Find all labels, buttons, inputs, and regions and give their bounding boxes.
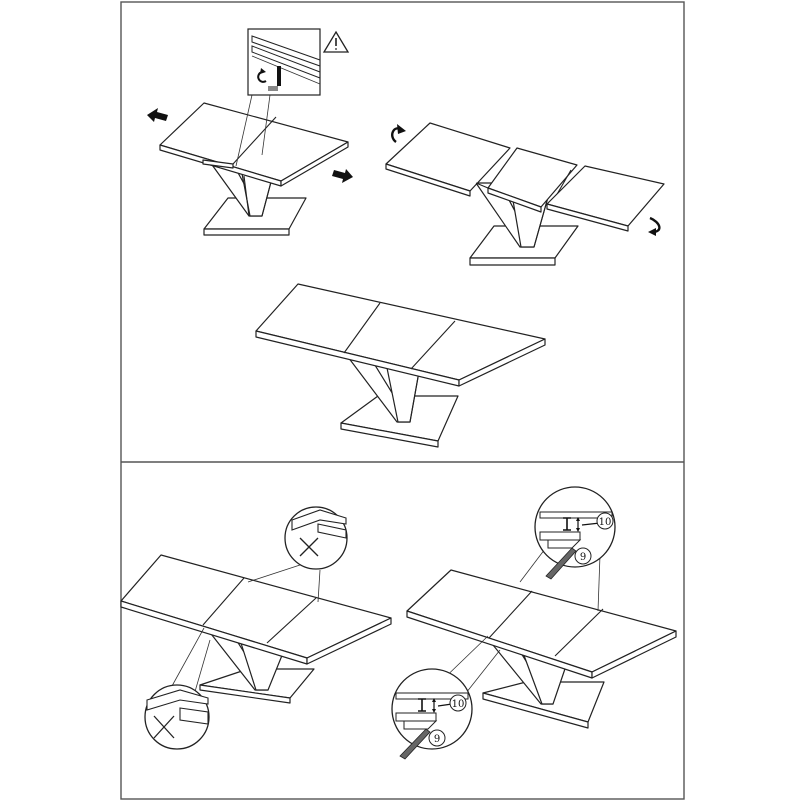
callout-9: 9 (428, 729, 446, 747)
bottom-panel: 10 9 10 (120, 486, 677, 760)
step-rotate-leaves (385, 122, 665, 266)
leaf-left (385, 122, 511, 197)
top-panel (147, 28, 665, 448)
allen-key-icon (545, 547, 577, 580)
cross-mark-icon (299, 537, 319, 557)
allen-key-icon (399, 728, 431, 760)
callout-number: 10 (599, 517, 612, 528)
arrow-right-icon (332, 169, 353, 183)
tabletop-extended (406, 569, 677, 679)
step-extended-table (255, 283, 546, 448)
callout-number: 9 (580, 552, 586, 563)
callout-number: 9 (434, 734, 440, 745)
tabletop-closed (159, 102, 349, 187)
page-frame (120, 1, 685, 800)
table-base (199, 629, 315, 704)
arrow-left-icon (147, 108, 168, 122)
adjust-detail-bottom: 10 9 (391, 668, 473, 760)
step-adjust-leveling: 10 9 10 (391, 486, 677, 760)
tabletop-extended (120, 554, 392, 665)
leaf-right (546, 165, 665, 232)
adjust-detail-top: 10 9 (534, 486, 616, 580)
unlock-detail-icon (235, 28, 321, 167)
table-base (482, 644, 605, 729)
rotate-down-icon (648, 216, 661, 236)
step-pull-open (147, 28, 353, 236)
callout-10: 10 (596, 512, 614, 530)
step-wrong-alignment (120, 506, 392, 750)
tabletop-extended (255, 283, 546, 387)
callout-9: 9 (574, 547, 592, 565)
rotate-up-icon (391, 124, 406, 143)
callout-10: 10 (449, 694, 467, 712)
leaf-middle (475, 147, 578, 213)
wrong-detail-bottom (144, 684, 210, 750)
warning-icon (322, 30, 350, 53)
cross-mark-icon (153, 715, 175, 739)
callout-number: 10 (452, 699, 465, 710)
wrong-detail-top (284, 506, 348, 570)
